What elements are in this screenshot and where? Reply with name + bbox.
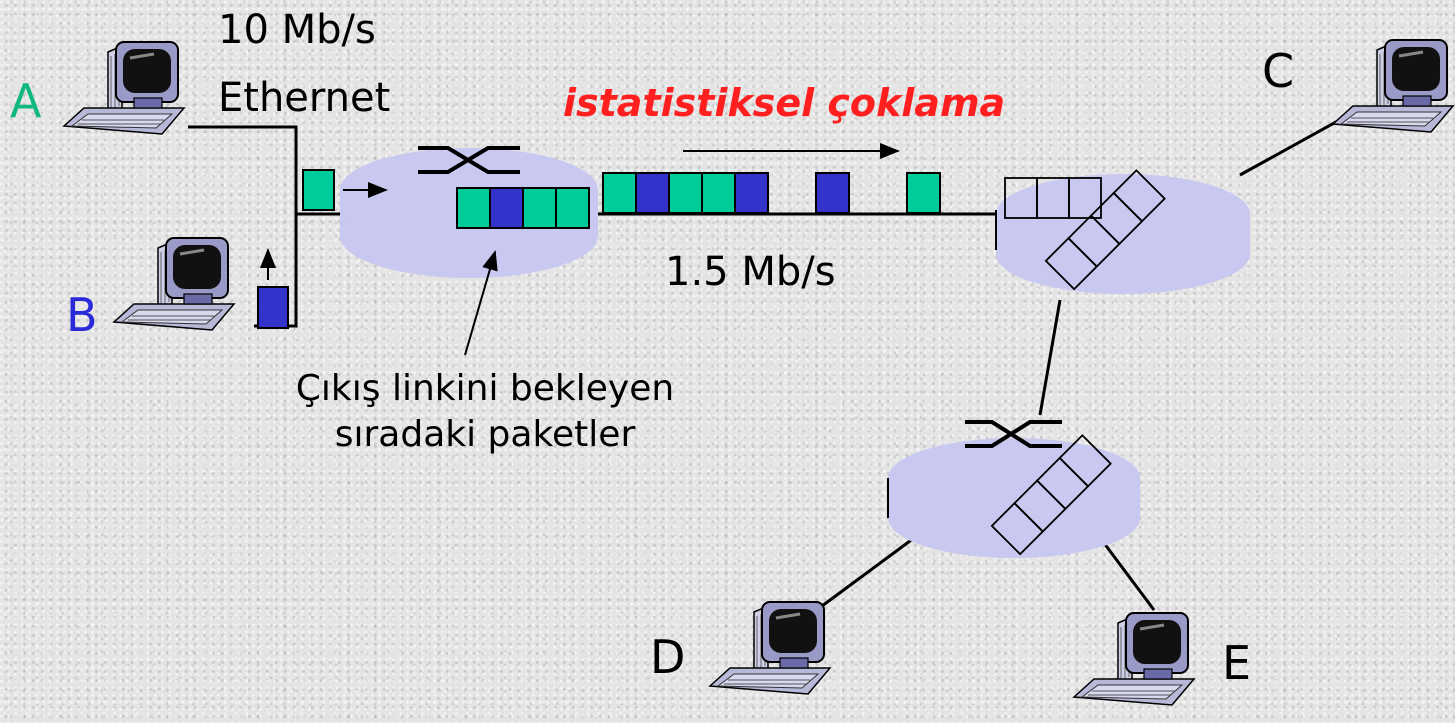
packet-green	[906, 172, 941, 214]
host-label-b: B	[66, 288, 98, 342]
computer-e-icon	[1072, 611, 1196, 707]
packet-green	[456, 187, 491, 229]
packet-blue	[734, 172, 769, 214]
output-queue	[1044, 169, 1166, 291]
packet-green	[522, 187, 557, 229]
link-r2-r3	[1038, 299, 1062, 416]
computer-b-icon	[112, 236, 236, 332]
packet-blue	[489, 187, 524, 229]
host-label-a: A	[10, 74, 42, 128]
link-rate: 1.5 Mb/s	[665, 249, 836, 295]
caption-pointer	[464, 250, 498, 356]
packet-green	[701, 172, 736, 214]
queue-caption-line1: Çıkış linkini bekleyen	[295, 368, 675, 409]
output-queue	[990, 434, 1112, 556]
computer-d-icon	[708, 600, 832, 696]
link-packet-train	[602, 172, 941, 214]
ethernet-rate: 10 Mb/s	[218, 7, 376, 53]
host-label-c: C	[1262, 44, 1295, 98]
ethernet-label: Ethernet	[218, 75, 391, 121]
host-label-e: E	[1222, 636, 1252, 690]
input-queue	[1004, 177, 1102, 219]
link-r3-d	[821, 533, 919, 608]
switch-icon	[418, 146, 520, 174]
link-r3-e	[1096, 534, 1156, 611]
host-label-d: D	[650, 630, 686, 684]
queue-caption-line2: sıradaki paketler	[334, 414, 636, 455]
router-1-queue	[456, 187, 590, 229]
packet-green	[602, 172, 637, 214]
packet-green	[555, 187, 590, 229]
router-3	[887, 420, 1140, 558]
packet-blue	[815, 172, 850, 214]
packet-from-b	[257, 286, 289, 329]
packet-green	[668, 172, 703, 214]
computer-c-icon	[1331, 38, 1455, 134]
diagram-title: istatistiksel çoklama	[563, 81, 1006, 125]
link-r2-c	[1239, 115, 1346, 177]
computer-a-icon	[62, 40, 186, 136]
packet-from-a	[302, 169, 335, 211]
switch-icon	[965, 420, 1062, 448]
queue-caption: Çıkış linkini bekleyen sıradaki paketler	[240, 366, 730, 458]
router-2	[995, 169, 1250, 294]
packet-blue	[635, 172, 670, 214]
